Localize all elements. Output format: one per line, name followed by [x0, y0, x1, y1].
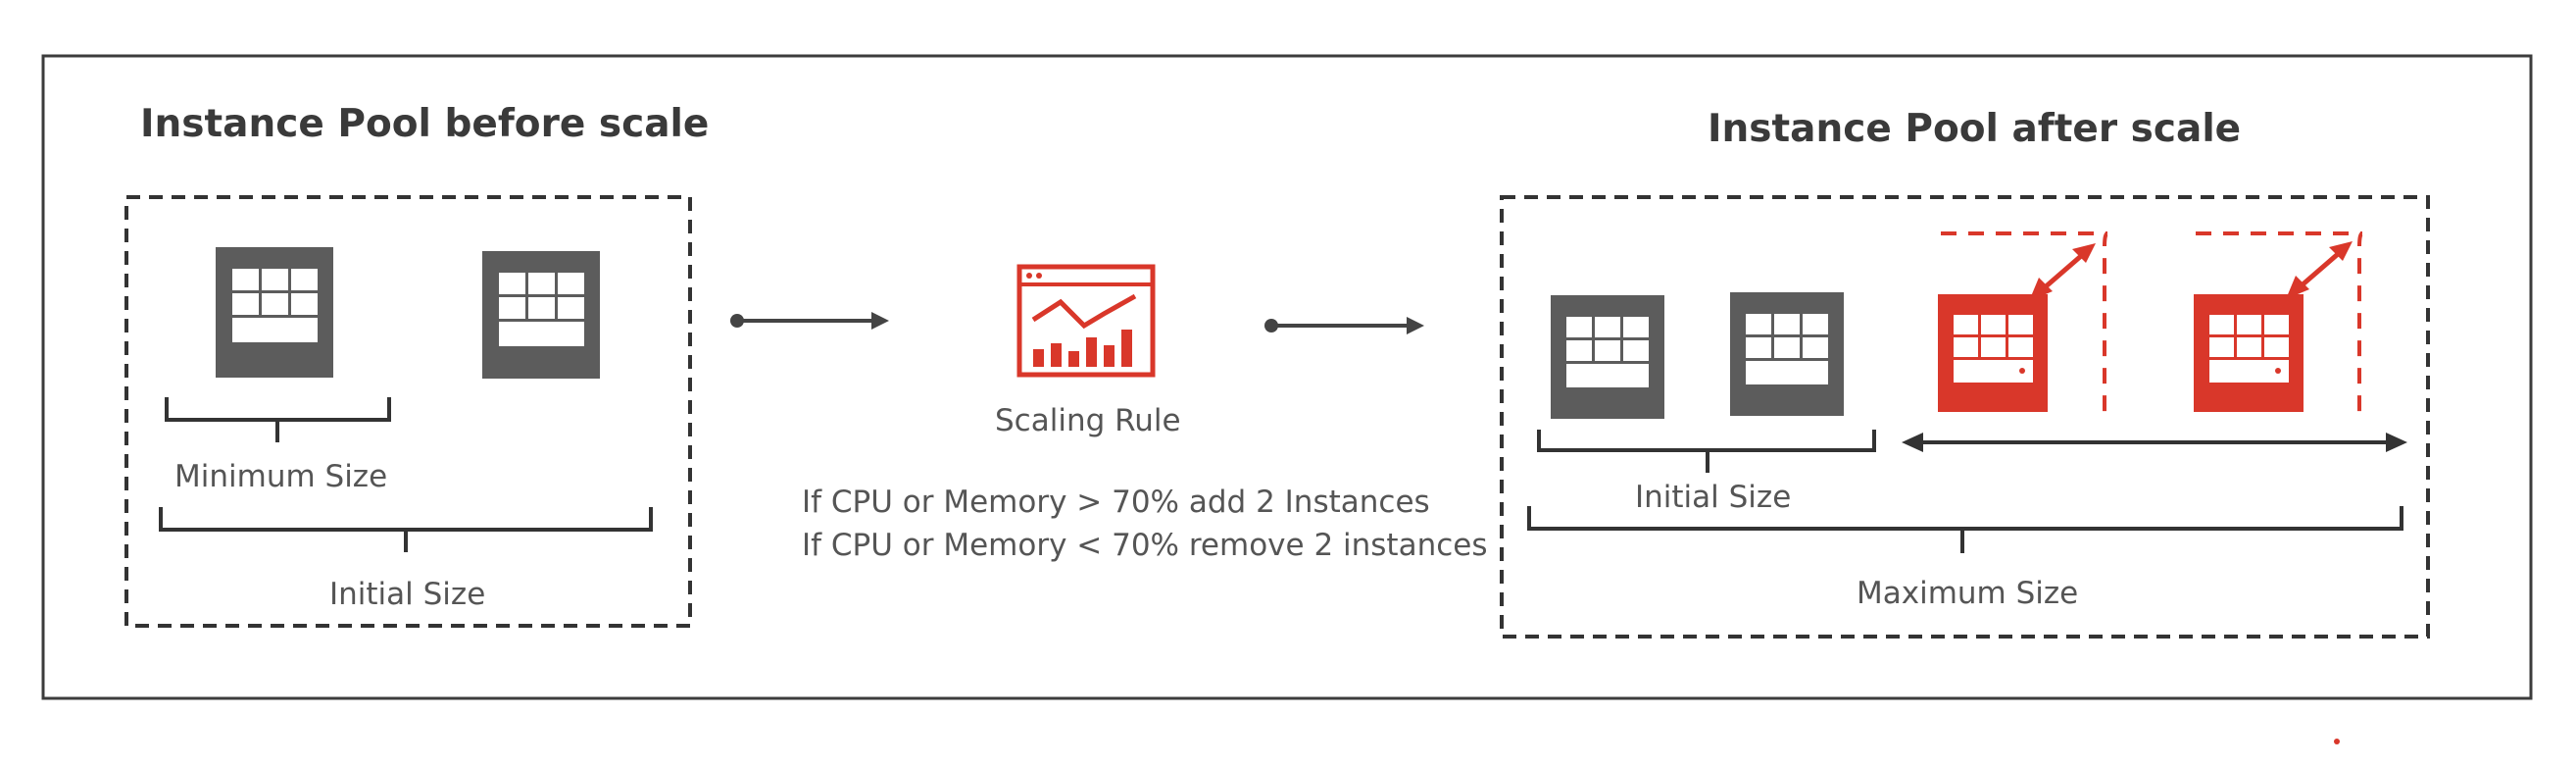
minimum-size-brace	[165, 397, 391, 442]
new-instance-bracket-2	[2196, 231, 2363, 412]
scale-range-arrow	[1902, 433, 2407, 452]
initial-size-brace-before	[159, 507, 653, 552]
outer-frame	[41, 54, 2533, 700]
scaling-rule-add: If CPU or Memory > 70% add 2 Instances	[802, 485, 1430, 520]
initial-size-label-after: Initial Size	[1635, 480, 1791, 515]
minimum-size-label: Minimum Size	[174, 459, 387, 494]
new-instance-bracket-1	[1941, 231, 2108, 412]
server-instance-icon	[1938, 294, 2048, 412]
chart-window-icon	[1016, 264, 1156, 378]
after-pool-box	[1500, 195, 2430, 639]
after-title: Instance Pool after scale	[1708, 107, 2241, 151]
before-pool-box	[124, 195, 692, 628]
server-instance-icon	[216, 247, 333, 378]
scaling-rule-remove: If CPU or Memory < 70% remove 2 instance…	[802, 528, 1488, 563]
maximum-size-label: Maximum Size	[1857, 576, 2078, 611]
resize-arrow-icon	[2029, 243, 2096, 301]
before-title: Instance Pool before scale	[140, 102, 709, 146]
resize-arrow-icon	[2286, 241, 2353, 299]
server-instance-icon	[1551, 295, 1664, 419]
arrow-to-scaling-rule	[730, 312, 889, 330]
initial-size-brace-after	[1537, 430, 1876, 473]
server-instance-icon	[1730, 292, 1844, 416]
decorative-dot	[2334, 739, 2340, 744]
server-instance-icon	[482, 251, 600, 379]
arrow-to-after-pool	[1264, 317, 1424, 334]
scaling-rule-label: Scaling Rule	[995, 403, 1181, 438]
initial-size-label-before: Initial Size	[329, 577, 485, 612]
server-instance-icon	[2194, 294, 2304, 412]
maximum-size-brace	[1527, 506, 2403, 553]
